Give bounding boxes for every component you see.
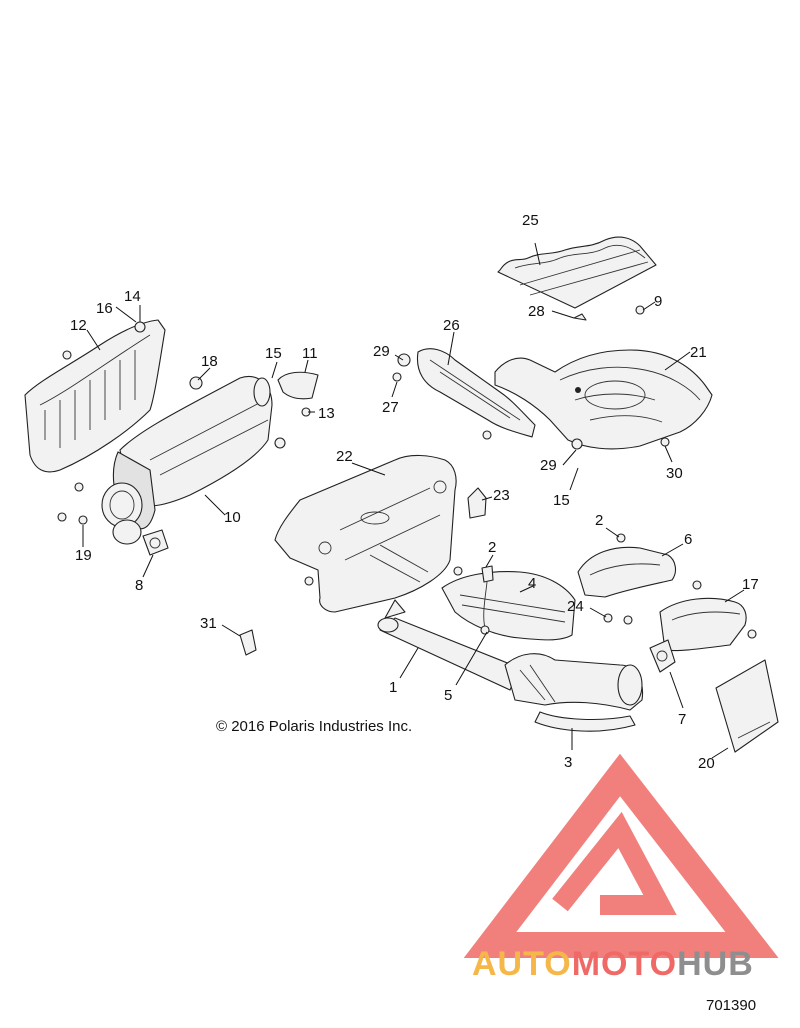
callout-13: 13 [318, 405, 335, 422]
callout-29b: 29 [540, 457, 557, 474]
callout-22: 22 [336, 448, 353, 465]
part-31-clip [239, 629, 257, 656]
callout-15a: 15 [265, 345, 282, 362]
callout-18: 18 [201, 353, 218, 370]
callout-11: 11 [302, 345, 318, 362]
callout-16: 16 [96, 300, 113, 317]
watermark-text-auto: AUTO [472, 945, 572, 983]
part-17-heat-shield [659, 597, 747, 652]
svg-text:AUTOMOTOHUB: AUTOMOTOHUB [472, 945, 754, 983]
part-25-heat-shield [497, 236, 657, 309]
callout-6: 6 [684, 531, 692, 548]
callout-labels: 14 16 12 18 15 11 13 10 19 8 31 25 26 29… [70, 212, 759, 772]
callout-21: 21 [690, 344, 707, 361]
callout-17: 17 [742, 576, 759, 593]
callout-30: 30 [666, 465, 683, 482]
callout-7: 7 [678, 711, 686, 728]
copyright-notice: © 2016 Polaris Industries Inc. [216, 718, 412, 735]
callout-25: 25 [522, 212, 539, 229]
part-26-heat-shield-strip [416, 348, 536, 438]
callout-8: 8 [135, 577, 143, 594]
figure-number: 701390 [706, 997, 756, 1014]
callout-4: 4 [528, 575, 536, 592]
part-21-rear-heat-shield [494, 349, 713, 450]
watermark-inner-mark [552, 811, 677, 915]
callout-5: 5 [444, 687, 452, 704]
watermark-logo [463, 753, 779, 958]
callout-10: 10 [224, 509, 241, 526]
callout-1: 1 [389, 679, 397, 696]
callout-31: 31 [200, 615, 217, 632]
part-22-center-heat-shield [274, 454, 457, 613]
hardware-fasteners [57, 305, 757, 639]
callout-24: 24 [567, 598, 584, 615]
callout-2a: 2 [488, 539, 496, 556]
part-7-gasket [649, 639, 676, 673]
part-23-bracket [467, 487, 487, 519]
callout-15b: 15 [553, 492, 570, 509]
callout-14: 14 [124, 288, 141, 305]
watermark-text-hub: HUB [677, 945, 754, 983]
leader-lines [82, 242, 745, 759]
callout-12: 12 [70, 317, 87, 334]
part-10-muffler [101, 376, 273, 545]
watermark-triangle [463, 753, 779, 958]
callout-28: 28 [528, 303, 545, 320]
part-8-gasket [142, 529, 169, 556]
callout-19: 19 [75, 547, 92, 564]
callout-23: 23 [493, 487, 510, 504]
part-20-plate [715, 659, 779, 753]
callout-3: 3 [564, 754, 572, 771]
callout-27: 27 [382, 399, 399, 416]
callout-20: 20 [698, 755, 715, 772]
watermark-text-moto: MOTO [572, 945, 677, 983]
part-4-pipe-heat-shield [441, 571, 576, 641]
callout-26: 26 [443, 317, 460, 334]
part-11-exhaust-tip [277, 371, 319, 400]
part-3-catalyst-pipe [504, 653, 644, 732]
callout-29a: 29 [373, 343, 390, 360]
callout-9: 9 [654, 293, 662, 310]
callout-2b: 2 [595, 512, 603, 529]
part-5-o2-sensor [480, 565, 494, 635]
part-12-left-heat-shield [24, 319, 166, 473]
part-6-heat-shield [577, 546, 677, 598]
